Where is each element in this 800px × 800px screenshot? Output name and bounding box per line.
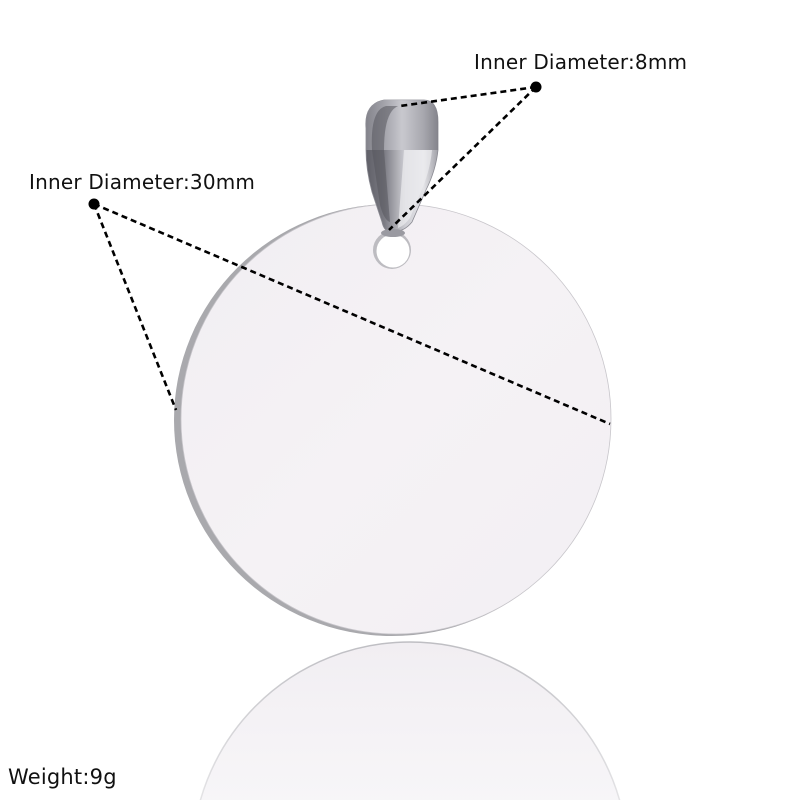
diameter-30mm-annotation	[88, 198, 611, 426]
disc-inner-diameter-label: Inner Diameter:30mm	[29, 170, 256, 194]
bail-inner-diameter-label: Inner Diameter:8mm	[474, 50, 688, 74]
disc-reflection	[199, 641, 621, 800]
weight-label: Weight:9g	[8, 765, 117, 789]
annotation-dot-8mm	[530, 81, 542, 93]
bail	[365, 99, 439, 237]
annotation-dot-30mm	[88, 198, 100, 210]
disc-face	[181, 204, 611, 634]
disc-hole	[376, 234, 410, 268]
diameter-8mm-annotation	[388, 81, 542, 231]
